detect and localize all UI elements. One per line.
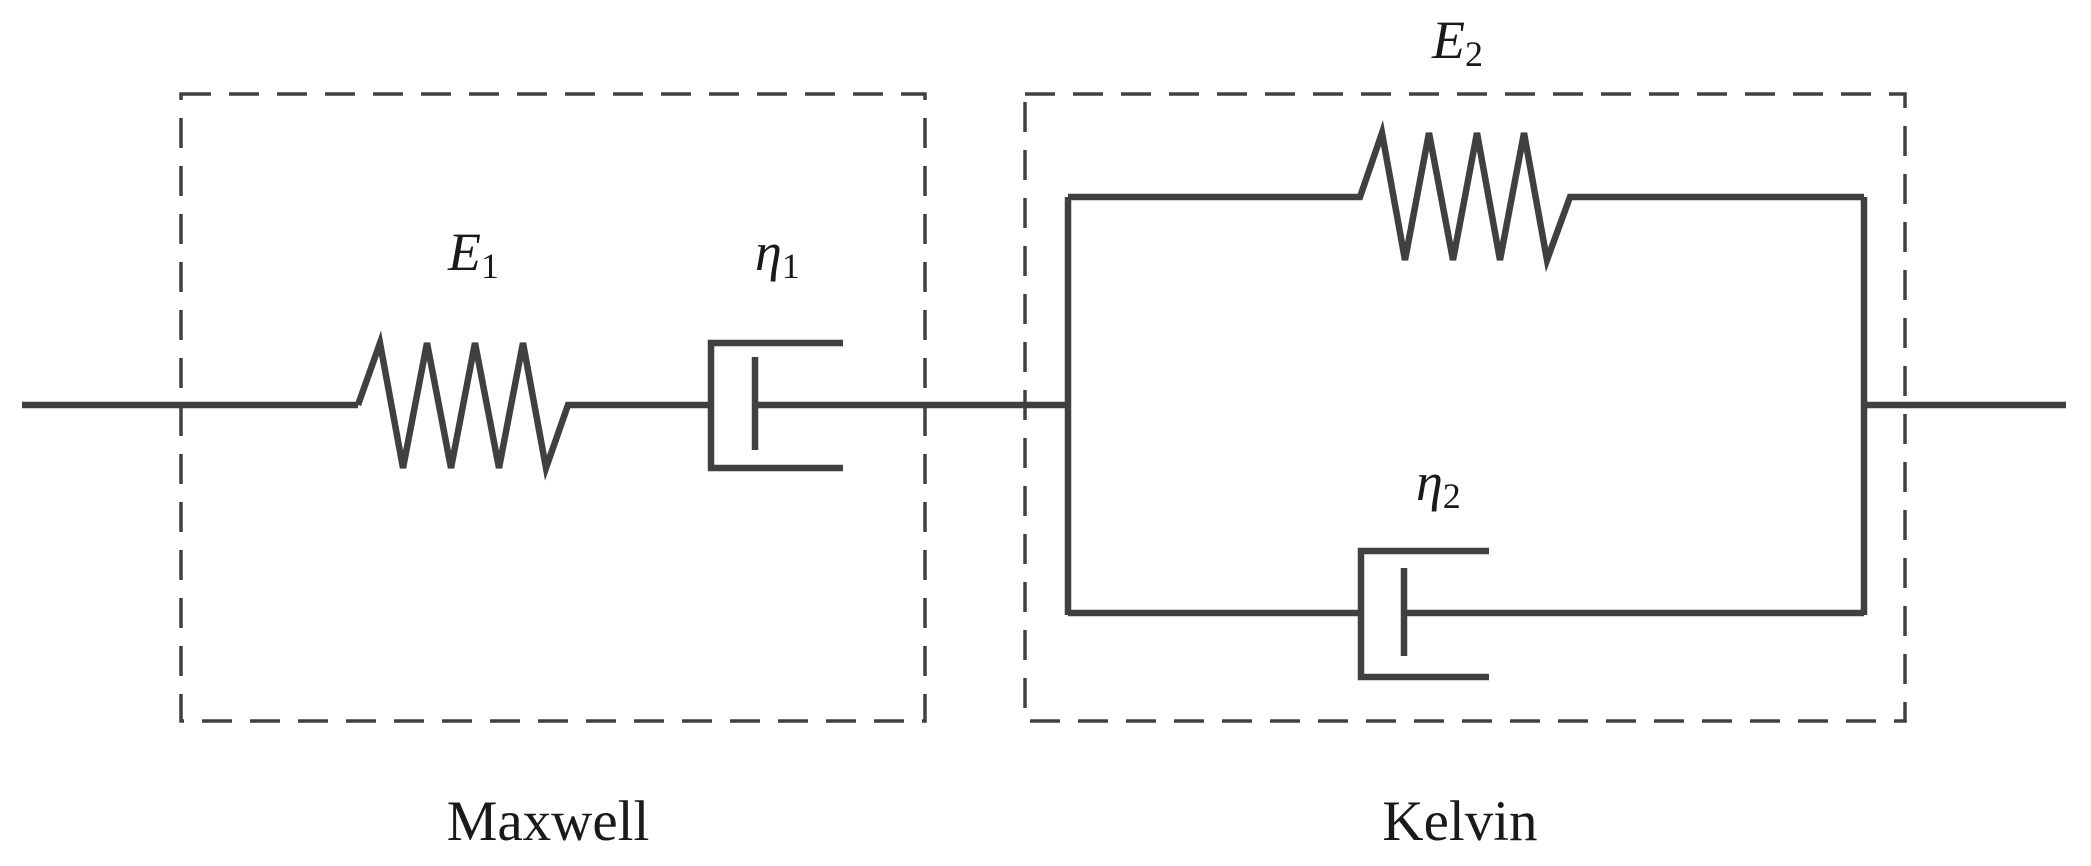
kelvin-spring-label: E2	[1431, 10, 1483, 74]
maxwell-dashpot-label: η1	[755, 222, 800, 286]
kelvin-caption: Kelvin	[1382, 790, 1537, 853]
kelvin-dashpot-label: η2	[1416, 452, 1461, 516]
maxwell-spring	[354, 330, 711, 481]
maxwell-spring-label: E1	[447, 222, 499, 286]
kelvin-spring	[1068, 120, 1864, 273]
maxwell-dashpot-cylinder	[707, 339, 843, 472]
maxwell-dashpot-piston	[751, 357, 1068, 450]
maxwell-caption: Maxwell	[447, 790, 650, 853]
kelvin-dashpot-piston	[1400, 568, 1864, 656]
